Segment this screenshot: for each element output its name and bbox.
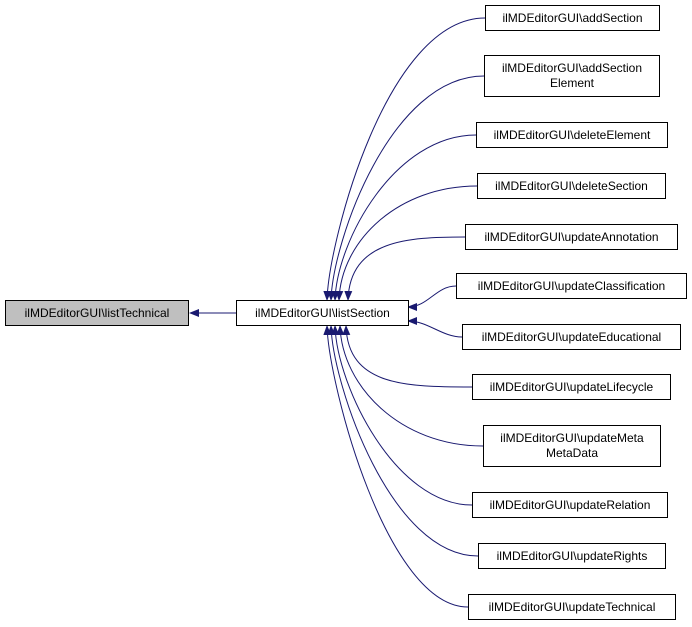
edge-caller-2-to-list-section: [331, 134, 477, 301]
edge-caller-10-to-list-section: [327, 325, 479, 557]
edge-caller-11-to-list-section: [323, 325, 469, 608]
node-update-educational[interactable]: ilMDEditorGUI\updateEducational: [462, 324, 681, 350]
edge-caller-8-to-list-section: [336, 325, 484, 447]
node-update-meta-metadata[interactable]: ilMDEditorGUI\updateMeta MetaData: [483, 425, 661, 467]
edge-caller-4-to-list-section: [344, 236, 466, 301]
edge-caller-7-to-list-section: [342, 325, 473, 388]
node-update-classification[interactable]: ilMDEditorGUI\updateClassification: [456, 273, 687, 299]
edge-caller-1-to-list-section: [327, 75, 485, 301]
edge-caller-0-to-list-section: [323, 17, 486, 301]
node-list-technical: ilMDEditorGUI\listTechnical: [5, 300, 189, 326]
node-update-rights[interactable]: ilMDEditorGUI\updateRights: [478, 543, 666, 569]
node-add-section[interactable]: ilMDEditorGUI\addSection: [485, 5, 660, 31]
edge-caller-6-to-list-section: [407, 317, 463, 338]
node-add-section-element[interactable]: ilMDEditorGUI\addSection Element: [484, 55, 660, 97]
edge-caller-3-to-list-section: [335, 185, 478, 301]
node-list-section[interactable]: ilMDEditorGUI\listSection: [236, 300, 409, 326]
node-delete-section[interactable]: ilMDEditorGUI\deleteSection: [477, 173, 666, 199]
node-update-annotation[interactable]: ilMDEditorGUI\updateAnnotation: [465, 224, 678, 250]
edge-caller-5-to-list-section: [407, 285, 457, 311]
node-update-technical[interactable]: ilMDEditorGUI\updateTechnical: [468, 594, 676, 620]
node-update-relation[interactable]: ilMDEditorGUI\updateRelation: [472, 492, 668, 518]
edge-caller-9-to-list-section: [331, 325, 473, 506]
node-update-lifecycle[interactable]: ilMDEditorGUI\updateLifecycle: [472, 374, 671, 400]
node-delete-element[interactable]: ilMDEditorGUI\deleteElement: [476, 122, 668, 148]
